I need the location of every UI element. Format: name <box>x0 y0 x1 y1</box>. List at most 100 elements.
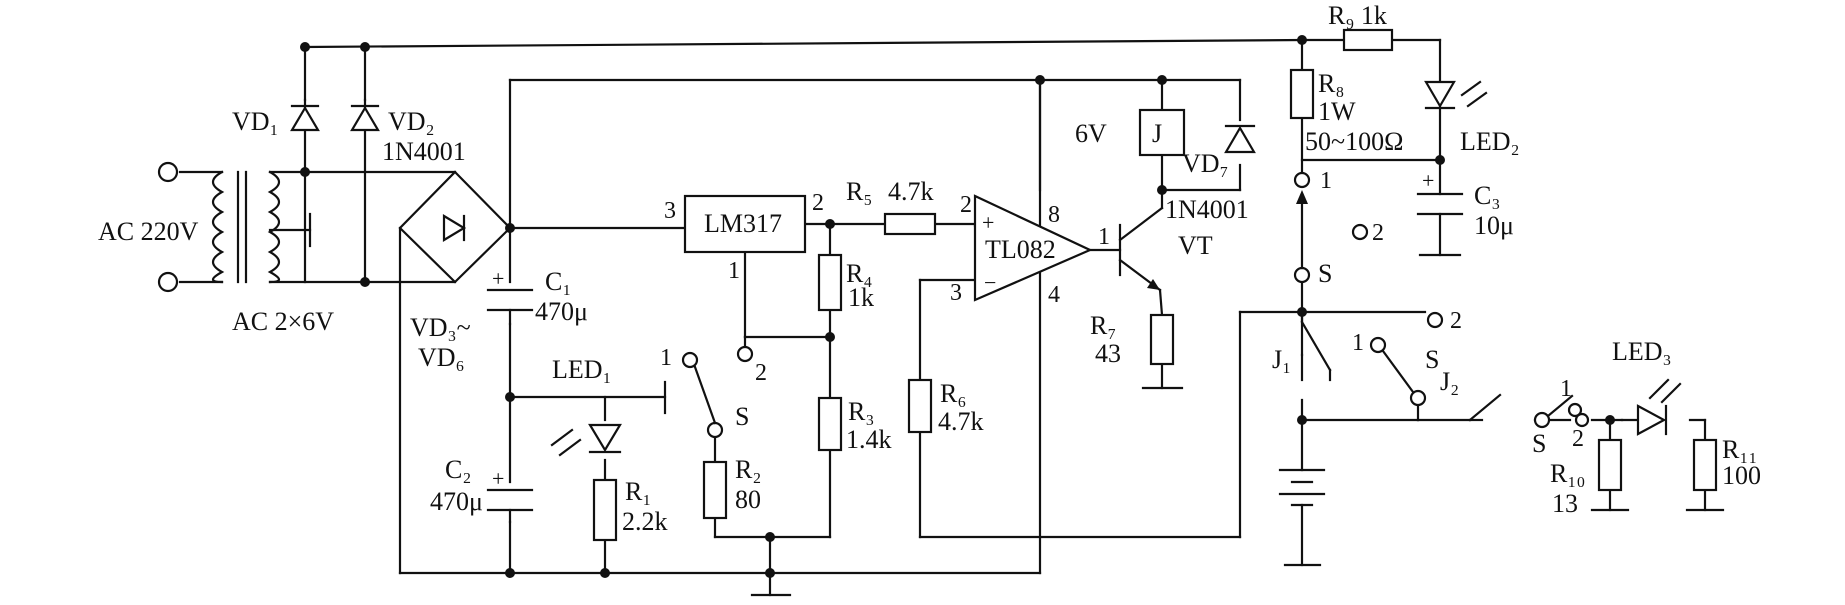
c1-value: 470μ <box>535 297 588 326</box>
vd2-part-label: 1N4001 <box>382 137 466 166</box>
r1-value: 2.2k <box>622 507 668 536</box>
junction-dots <box>300 35 1615 578</box>
r6-name: R₆ <box>940 379 966 408</box>
s4-pos2-label: 2 <box>1572 426 1584 452</box>
opamp-pin-plus: 2 <box>960 192 972 218</box>
vd2-label: VD₂ <box>388 107 435 136</box>
lm317-label: LM317 <box>704 209 782 238</box>
svg-text:+: + <box>982 210 994 235</box>
c3-name: C₃ <box>1474 181 1500 210</box>
r5-name: R₅ <box>846 177 872 206</box>
wires <box>178 38 1725 597</box>
resistor-r4 <box>817 253 843 312</box>
transformer-label: AC 2×6V <box>232 307 334 336</box>
relay-coil <box>1138 108 1186 157</box>
s4-name-label: S <box>1532 429 1546 458</box>
relay-label: J <box>1152 119 1162 148</box>
r10-name: R₁₀ <box>1550 459 1585 488</box>
r11-name: R₁₁ <box>1722 435 1757 464</box>
s3-name-label: S <box>1425 345 1439 374</box>
vd7-label: VD₇ <box>1182 149 1229 178</box>
resistor-r9 <box>1342 28 1394 52</box>
resistor-r3 <box>817 396 843 452</box>
j1-label: J₁ <box>1272 345 1291 374</box>
c2-value: 470μ <box>430 487 483 516</box>
r5-value: 4.7k <box>888 177 934 206</box>
vd1-label: VD₁ <box>232 107 279 136</box>
resistor-r5 <box>883 212 937 236</box>
s1-name-label: S <box>735 402 749 431</box>
s2-pos1-label: 1 <box>1320 168 1332 194</box>
opamp-pin-minus: 3 <box>950 280 962 306</box>
r3-value: 1.4k <box>846 425 892 454</box>
lm317-pin-adj: 1 <box>728 258 740 284</box>
r8-value: 50~100Ω <box>1305 127 1403 156</box>
s2-name-label: S <box>1318 259 1332 288</box>
j2-label: J₂ <box>1440 367 1459 396</box>
ac-input-terminals <box>157 161 179 293</box>
s2-pos2-label: 2 <box>1372 220 1384 246</box>
resistor-r1 <box>592 478 618 542</box>
battery <box>1278 468 1326 507</box>
opamp-pin-vcc: 8 <box>1048 202 1060 228</box>
svg-text:+: + <box>492 266 504 291</box>
ac-220v-label: AC 220V <box>98 217 199 246</box>
s4-pos1-label: 1 <box>1560 376 1572 402</box>
led2-label: LED₂ <box>1460 127 1520 156</box>
capacitor-c3: + <box>1416 168 1464 216</box>
resistor-r6 <box>907 378 933 434</box>
opamp-pin-out: 1 <box>1098 224 1110 250</box>
bridge-label-b: VD₆ <box>418 343 465 372</box>
diode-vd2 <box>350 104 380 132</box>
adj-terminal-2 <box>736 345 754 363</box>
vd7-part-label: 1N4001 <box>1165 195 1249 224</box>
diode-vd7 <box>1224 124 1256 154</box>
r11-value: 100 <box>1722 461 1761 490</box>
lm317-regulator <box>683 194 807 254</box>
led2 <box>1424 80 1488 110</box>
diode-vd1 <box>290 104 320 132</box>
switch-s1 <box>681 351 724 439</box>
svg-text:+: + <box>492 466 504 491</box>
lm317-pin-out: 2 <box>812 190 824 216</box>
r1-name: R₁ <box>625 477 651 506</box>
r9-label: R₉ 1k <box>1328 1 1387 30</box>
transformer <box>211 170 281 284</box>
vt-label: VT <box>1178 231 1213 260</box>
r3-name: R₃ <box>848 397 874 426</box>
r8-power: 1W <box>1318 97 1356 126</box>
resistor-r10 <box>1597 438 1623 492</box>
led1 <box>550 423 622 457</box>
capacitor-c2: + <box>486 466 534 524</box>
relay-voltage-label: 6V <box>1075 119 1107 148</box>
relay-contact-j2 <box>1416 393 1502 422</box>
resistor-r8 <box>1289 68 1315 120</box>
r4-name: R₄ <box>846 259 872 288</box>
c3-value: 10μ <box>1474 211 1514 240</box>
resistor-r2 <box>702 460 728 520</box>
svg-text:+: + <box>1422 168 1434 193</box>
opamp-tl082: + − <box>973 194 1093 302</box>
led3 <box>1636 378 1682 436</box>
s2-pos2b-label: 2 <box>1450 308 1462 334</box>
switch-s4 <box>1533 394 1590 429</box>
r2-value: 80 <box>735 485 761 514</box>
s1-pos2-label: 2 <box>755 360 767 386</box>
transistor-vt <box>1118 206 1164 292</box>
switch-s2 <box>1293 171 1369 284</box>
s1-pos1-label: 1 <box>660 345 672 371</box>
r8-name: R₈ <box>1318 69 1344 98</box>
r6-value: 4.7k <box>938 407 984 436</box>
switch-s3 <box>1369 336 1427 407</box>
resistor-r7 <box>1149 313 1175 366</box>
led1-label: LED₁ <box>552 355 612 384</box>
resistor-r11 <box>1692 438 1718 492</box>
led3-label: LED₃ <box>1612 337 1672 366</box>
r4-value: 1k <box>848 283 874 312</box>
opamp-label: TL082 <box>985 235 1056 264</box>
svg-text:−: − <box>984 270 996 295</box>
r7-value: 43 <box>1095 339 1121 368</box>
bridge-label-a: VD₃~ <box>410 313 471 342</box>
